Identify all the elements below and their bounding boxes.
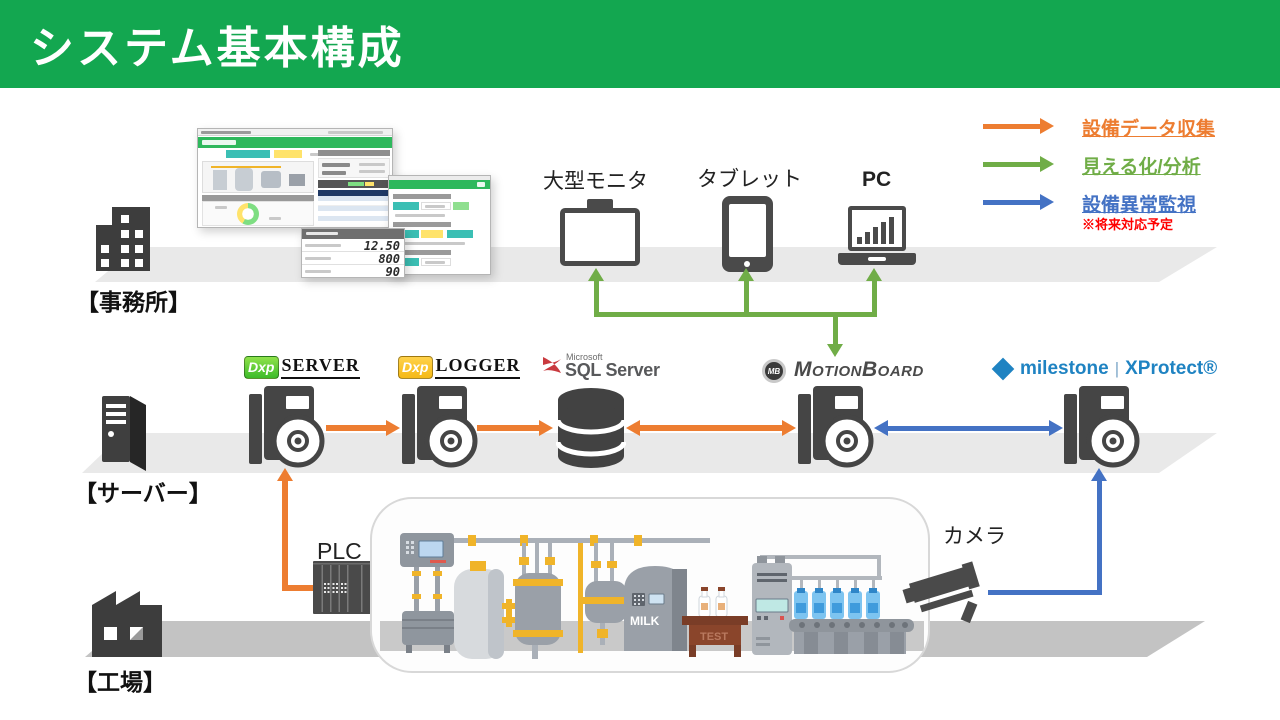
dashboard-screenshot-side — [388, 175, 491, 275]
blue-arrowhead-to-motionboard — [874, 420, 888, 436]
dashboard-screenshot-digits: 12.50 800 90 — [301, 228, 405, 279]
pc-label: PC — [862, 168, 892, 191]
plc-label: PLC — [317, 538, 362, 564]
server-layer-label: 【サーバー】 — [74, 480, 212, 506]
dashboard-screenshot-main — [197, 128, 393, 228]
panel-value-3: 90 — [385, 265, 400, 279]
sql-server-name: SQL Server — [565, 360, 660, 380]
motionboard-name: MotionBoard — [794, 358, 924, 381]
tablet-label: タブレット — [697, 168, 802, 191]
dxp-server-badge: Dxp — [244, 355, 280, 379]
test-table-text: TEST — [700, 631, 728, 643]
legend-arrowhead-green — [1040, 156, 1054, 172]
office-building-icon — [96, 207, 150, 271]
xprotect-name: XProtect® — [1125, 358, 1218, 379]
legend-arrow-blue — [983, 200, 1040, 205]
legend-link-monitoring[interactable]: 設備異常監視 — [1082, 195, 1197, 216]
server-tower-icon — [102, 396, 146, 471]
office-layer-label: 【事務所】 — [76, 289, 191, 315]
production-line-svg: MILK TEST — [380, 533, 924, 659]
green-arrowhead-monitor — [588, 268, 604, 281]
legend-link-visualization[interactable]: 見える化/分析 — [1082, 157, 1201, 178]
milestone-logo: milestone | XProtect® — [1020, 358, 1217, 380]
legend-arrow-green — [983, 162, 1040, 167]
factory-layer-label: 【工場】 — [74, 669, 166, 695]
blue-arrowhead-camera-to-milestone — [1091, 468, 1107, 481]
motionboard-software-icon — [796, 384, 876, 470]
tablet-home-button — [744, 261, 750, 267]
legend-arrowhead-orange — [1040, 118, 1054, 134]
milestone-name: milestone — [1020, 358, 1109, 379]
office-band — [95, 247, 1217, 282]
plc-icon — [313, 561, 385, 614]
milestone-software-icon — [1062, 384, 1142, 470]
dxp-logger-badge: Dxp — [398, 355, 434, 379]
orange-arrowhead-to-motionboard — [782, 420, 796, 436]
legend-arrowhead-blue — [1040, 194, 1054, 210]
dxp-server-name: SERVER — [281, 355, 360, 379]
sql-server-brand: Microsoft — [566, 352, 603, 362]
green-arrowhead-motionboard — [827, 344, 843, 357]
monitor-screen — [560, 208, 640, 266]
dxp-logger-software-icon — [400, 384, 480, 470]
milk-tank-text: MILK — [630, 614, 660, 628]
factory-icon — [92, 591, 162, 657]
dxp-logger-logo: Dxp LOGGER — [398, 355, 521, 379]
legend-future-note: ※将来対応予定 — [1082, 217, 1174, 232]
dxp-server-software-icon — [247, 384, 327, 470]
production-line-illustration: MILK TEST — [370, 497, 930, 673]
dxp-logger-name: LOGGER — [435, 355, 521, 379]
page-title: システム基本構成 — [30, 24, 405, 73]
motionboard-badge: MB — [762, 359, 786, 383]
orange-arrowhead-to-dxpserver — [277, 468, 293, 481]
green-arrowhead-tablet — [738, 268, 754, 281]
orange-arrowhead-to-sql-left — [626, 420, 640, 436]
camera-icon — [902, 561, 980, 624]
panel-value-1: 12.50 — [363, 239, 400, 253]
header-bar: システム基本構成 — [0, 0, 1280, 88]
milestone-divider: | — [1114, 359, 1120, 378]
blue-arrowhead-to-milestone — [1049, 420, 1063, 436]
orange-arrowhead-to-sql — [539, 420, 553, 436]
orange-arrowhead-to-logger — [386, 420, 400, 436]
milestone-diamond-icon — [991, 357, 1015, 381]
green-arrowhead-pc — [866, 268, 882, 281]
database-icon — [556, 388, 626, 468]
legend-arrow-orange — [983, 124, 1040, 129]
dxp-server-logo: Dxp SERVER — [244, 355, 360, 379]
legend-link-data-collection[interactable]: 設備データ収集 — [1082, 119, 1216, 140]
panel-value-2: 800 — [378, 252, 400, 266]
camera-label: カメラ — [943, 525, 1006, 548]
sql-server-swoosh-icon — [543, 357, 561, 373]
monitor-label: 大型モニタ — [543, 170, 648, 193]
